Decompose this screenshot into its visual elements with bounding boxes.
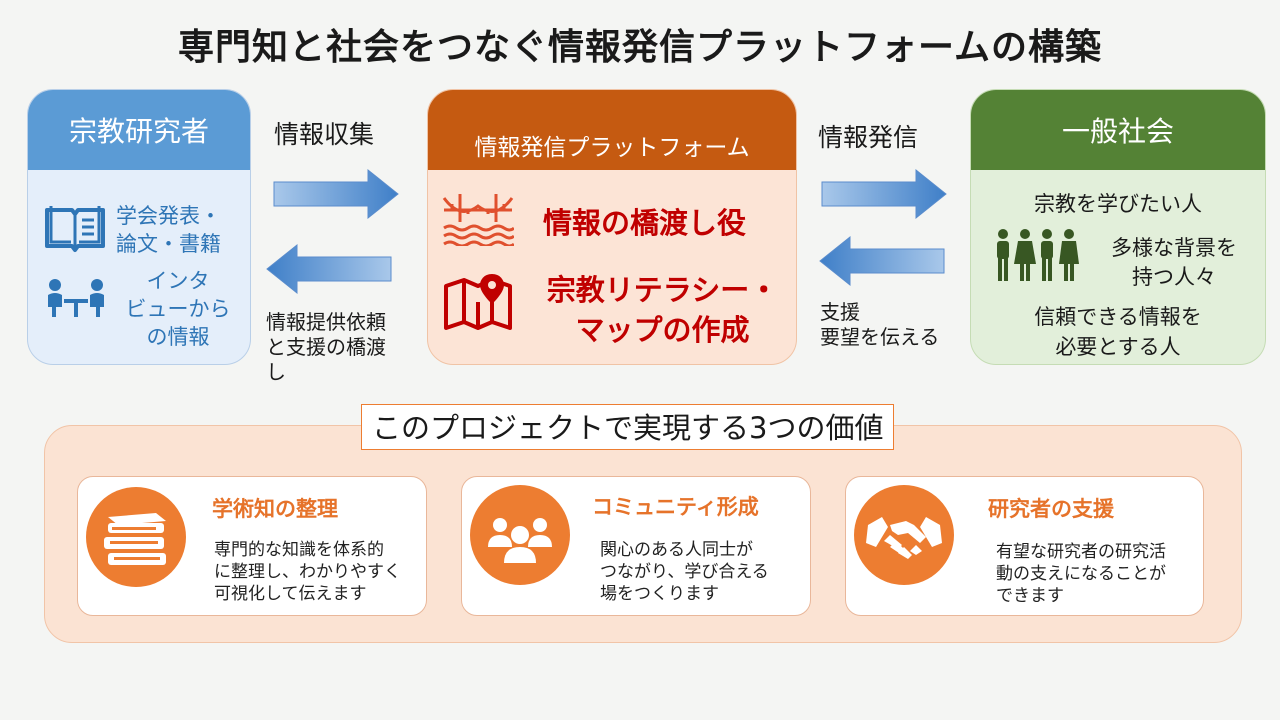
value-card-title: 学術知の整理 (212, 497, 338, 521)
value-card-title: 研究者の支援 (988, 497, 1114, 521)
page-title: 専門知と社会をつなぐ情報発信プラットフォームの構築 (178, 27, 1102, 68)
handshake-icon (854, 485, 954, 585)
arrow-left-right (818, 235, 946, 291)
people-icon (993, 228, 1079, 282)
map-icon (444, 272, 512, 332)
values-heading: このプロジェクトで実現する3つの価値 (361, 404, 895, 450)
publish-label: 情報発信 (818, 123, 919, 152)
value-card-community: コミュニティ形成 関心のある人同士が つながり、学び合える 場をつくります (461, 476, 811, 616)
value-card-support: 研究者の支援 有望な研究者の研究活 動の支えになることが できます (845, 476, 1204, 616)
platform-panel: 情報発信プラットフォーム 情報の橋渡し役 宗教リテラシ (427, 89, 797, 365)
society-item1: 宗教を学びたい人 (1034, 192, 1202, 216)
society-panel: 一般社会 宗教を学びたい人 多様な背景を 持つ人々 信頼できる情報を 必要とする… (970, 89, 1266, 365)
society-item2: 多様な背景を 持つ人々 (1111, 236, 1237, 289)
role-bridge: 情報の橋渡し役 (543, 206, 747, 240)
role-literacy-map: 宗教リテラシー・ マップの作成 (546, 273, 779, 347)
support-label: 支援 要望を伝える (820, 300, 940, 349)
collect-label: 情報収集 (274, 120, 375, 149)
value-card-text: 有望な研究者の研究活 動の支えになることが できます (996, 542, 1166, 606)
researchers-panel: 宗教研究者 学会発表・ 論文・書籍 インタ ビューから の情報 (27, 89, 251, 365)
researchers-header: 宗教研究者 (28, 90, 250, 170)
value-card-text: 関心のある人同士が つながり、学び合える 場をつくります (600, 540, 769, 604)
platform-header: 情報発信プラットフォーム (428, 90, 796, 170)
book-icon (44, 202, 106, 254)
value-card-academic: 学術知の整理 専門的な知識を体系的 に整理し、わかりやすく 可視化して伝えます (77, 476, 427, 616)
interview-icon (46, 277, 106, 319)
bridge-icon (442, 190, 514, 246)
value-card-title: コミュニティ形成 (592, 495, 759, 519)
arrow-left-left (265, 243, 393, 299)
books-icon (86, 487, 186, 587)
arrow-right-right (820, 168, 948, 224)
value-card-text: 専門的な知識を体系的 に整理し、わかりやすく 可視化して伝えます (214, 540, 401, 604)
request-label: 情報提供依頼 と支援の橋渡 し (266, 310, 386, 384)
researchers-item1: 学会発表・ 論文・書籍 (116, 204, 221, 256)
arrow-right-left (272, 168, 400, 224)
researchers-item2: インタ ビューから の情報 (125, 269, 231, 349)
society-item3: 信頼できる情報を 必要とする人 (1034, 305, 1202, 359)
society-header: 一般社会 (971, 90, 1265, 170)
community-icon (470, 485, 570, 585)
